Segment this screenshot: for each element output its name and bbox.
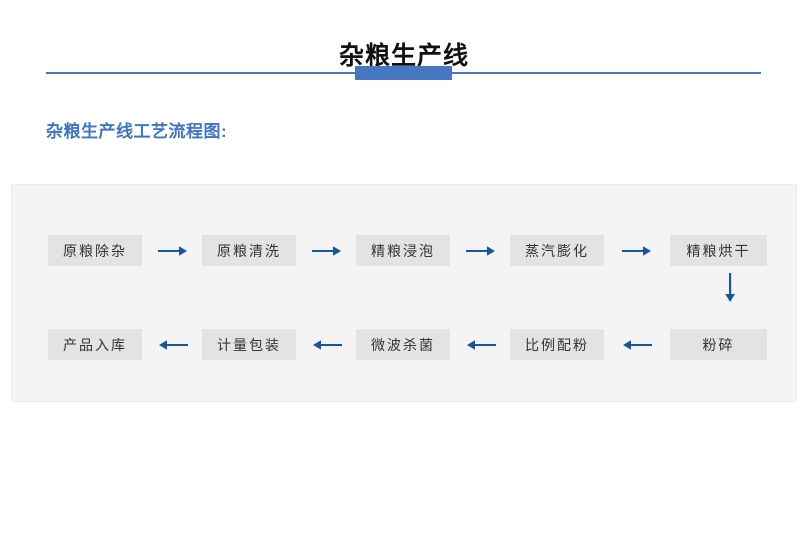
flow-node-raw-grain-cleaning: 原粮除杂 [48, 235, 142, 266]
page-title: 杂粮生产线 [338, 41, 469, 70]
flow-node-grinding: 粉碎 [670, 329, 767, 360]
flow-node-proportional-blending: 比例配粉 [510, 329, 604, 360]
arrow-right-icon [156, 235, 190, 266]
flow-node-microwave-sterilization: 微波杀菌 [356, 329, 450, 360]
arrow-left-icon [618, 329, 656, 360]
arrow-right-icon [310, 235, 344, 266]
flow-row-top: 原粮除杂 原粮清洗 精粮浸泡 蒸汽膨化 精粮烘干 [12, 235, 798, 267]
arrow-down-icon [716, 273, 744, 303]
flow-node-raw-grain-washing: 原粮清洗 [202, 235, 296, 266]
title-accent-bar [355, 66, 452, 80]
arrow-left-icon [310, 329, 344, 360]
arrow-left-icon [464, 329, 498, 360]
flow-node-product-warehousing: 产品入库 [48, 329, 142, 360]
flow-node-steam-puffing: 蒸汽膨化 [510, 235, 604, 266]
arrow-left-icon [156, 329, 190, 360]
section-subtitle: 杂粮生产线工艺流程图: [46, 122, 228, 142]
process-flow-panel: 原粮除杂 原粮清洗 精粮浸泡 蒸汽膨化 精粮烘干 [11, 184, 797, 402]
flow-node-grain-soaking: 精粮浸泡 [356, 235, 450, 266]
flow-node-metering-packaging: 计量包装 [202, 329, 296, 360]
arrow-right-icon [618, 235, 656, 266]
flow-row-bottom: 产品入库 计量包装 微波杀菌 比例配粉 粉碎 [12, 329, 798, 361]
arrow-right-icon [464, 235, 498, 266]
flow-node-grain-drying: 精粮烘干 [670, 235, 767, 266]
